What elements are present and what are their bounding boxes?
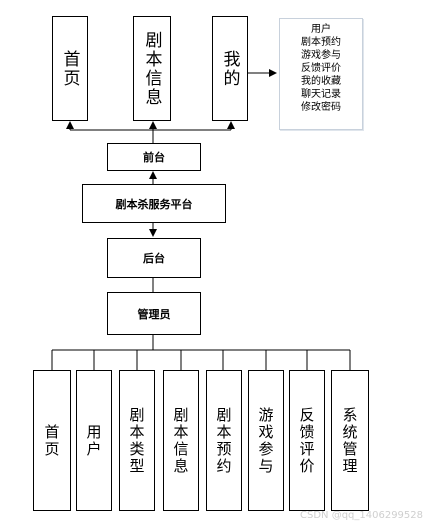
back-module-home: 首页 [33,370,71,511]
my-menu-item-favorites: 我的收藏 [301,76,341,87]
backend-box: 后台 [107,238,201,278]
front-module-mine: 我的 [212,16,248,121]
platform-box: 剧本杀服务平台 [82,184,226,223]
admin-box: 管理员 [107,292,201,335]
back-module-booking: 剧本预约 [206,370,242,511]
front-module-script-info: 剧本信息 [133,16,171,121]
watermark: CSDN @qq_1406299528 [300,510,424,521]
back-module-script-info: 剧本信息 [163,370,199,511]
my-menu-item-user: 用户 [311,24,331,35]
back-module-user: 用户 [76,370,112,511]
my-menu-item-feedback: 反馈评价 [301,63,341,74]
back-module-feedback: 反馈评价 [289,370,325,511]
back-module-system: 系统管理 [331,370,369,511]
back-module-game: 游戏参与 [248,370,284,511]
frontend-box: 前台 [107,143,201,171]
my-menu-note: 用户 剧本预约 游戏参与 反馈评价 我的收藏 聊天记录 修改密码 [279,18,363,130]
front-module-home: 首页 [52,16,88,121]
my-menu-item-password: 修改密码 [301,102,341,113]
back-module-script-type: 剧本类型 [119,370,155,511]
my-menu-item-chat: 聊天记录 [301,89,341,100]
my-menu-item-booking: 剧本预约 [301,37,341,48]
my-menu-item-game: 游戏参与 [301,50,341,61]
